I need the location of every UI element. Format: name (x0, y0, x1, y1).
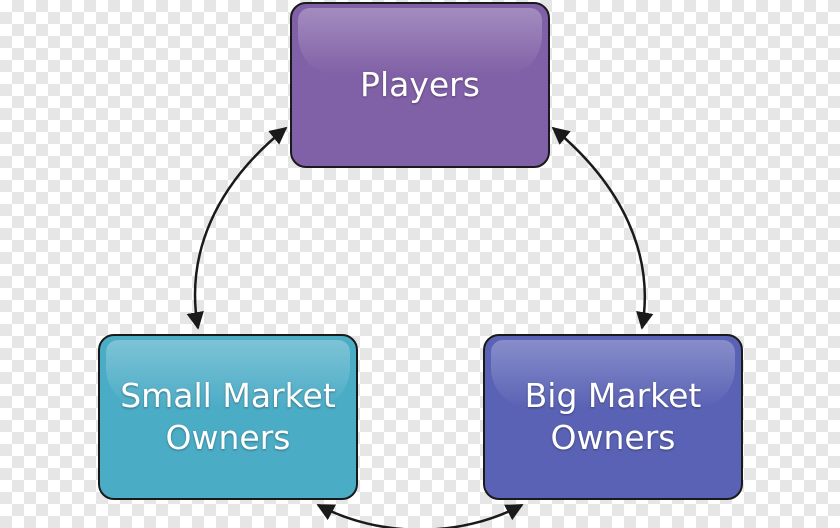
small-market-owners-node-label: Small Market Owners (120, 376, 336, 457)
big-market-owners-node: Big Market Owners (483, 334, 743, 500)
small-market-owners-node: Small Market Owners (98, 334, 358, 500)
edge-players-small-market-owners (186, 126, 288, 330)
big-market-owners-node-label: Big Market Owners (524, 376, 702, 457)
players-node: Players (290, 2, 550, 168)
edge-players-big-market-owners (551, 126, 654, 330)
edge-small-big-market-owners (316, 503, 524, 528)
players-node-label: Players (360, 65, 480, 104)
